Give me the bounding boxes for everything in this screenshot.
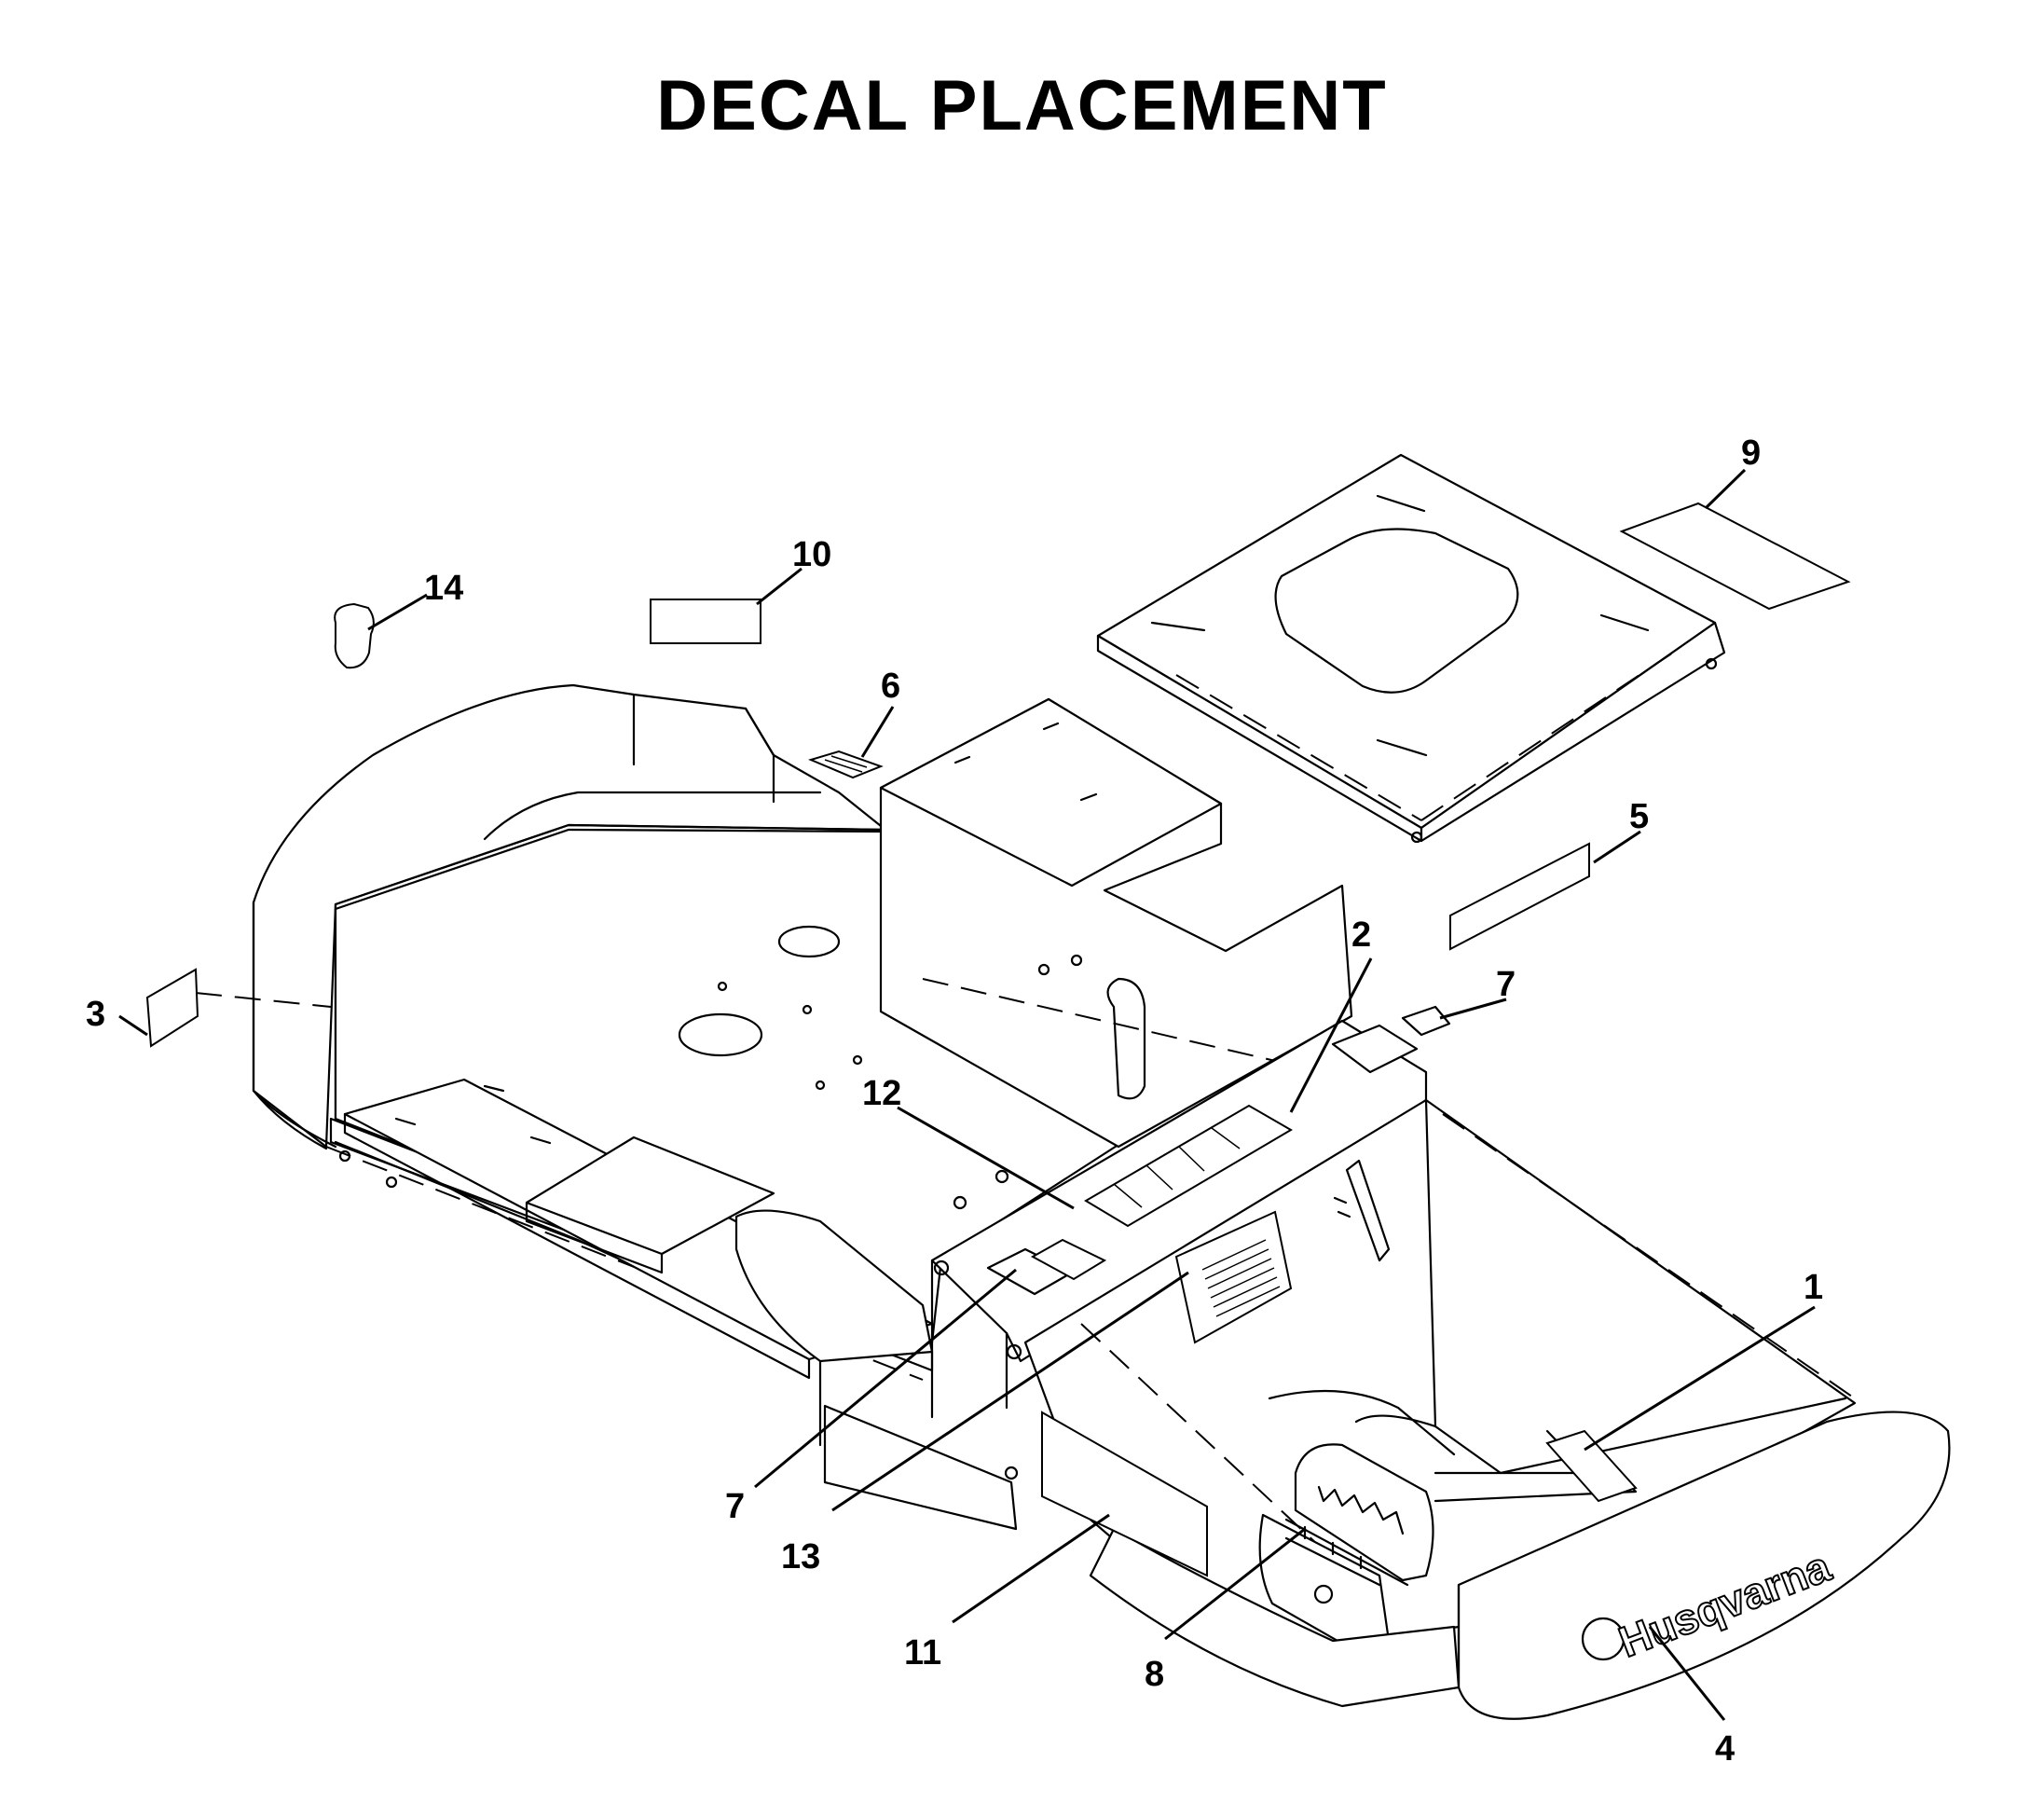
callout-9: 9 [1741,434,1761,473]
callout-13: 13 [781,1537,820,1576]
callout-11: 11 [904,1633,941,1672]
decal-10-rectangle [650,599,761,644]
callout-1: 1 [1804,1268,1823,1307]
decal-9-rectangle [1619,502,1851,611]
callout-6: 6 [881,667,900,706]
leader-lines [118,468,1816,1721]
decal-12-rectangle [1030,1238,1107,1281]
callout-2: 2 [1351,915,1371,955]
callout-3: 3 [86,995,105,1034]
decal-2-safety [1084,1104,1293,1228]
callout-14: 14 [424,569,463,608]
mower-frame: Husqvarna [252,683,1951,1720]
decal-5-strip [1449,842,1590,951]
decal-1-panel [1545,1429,1638,1503]
seat-plate [1096,453,1726,844]
decal-14-shape [334,602,375,669]
callout-5: 5 [1629,797,1649,836]
callout-7-lower: 7 [725,1487,745,1526]
decal-11-panel [1041,1411,1208,1577]
callout-8: 8 [1145,1655,1164,1694]
callout-12: 12 [862,1074,901,1113]
decal-3-square [145,968,199,1048]
callout-7-upper: 7 [1496,965,1516,1004]
callout-numbers: 1 2 3 4 5 6 7 7 8 9 10 11 12 13 14 [86,434,1823,1769]
decal-6-plate [808,750,884,779]
callout-10: 10 [792,535,831,574]
decal-13-warning [1174,1210,1293,1344]
callout-4: 4 [1715,1729,1735,1769]
page-title: DECAL PLACEMENT [656,66,1388,145]
